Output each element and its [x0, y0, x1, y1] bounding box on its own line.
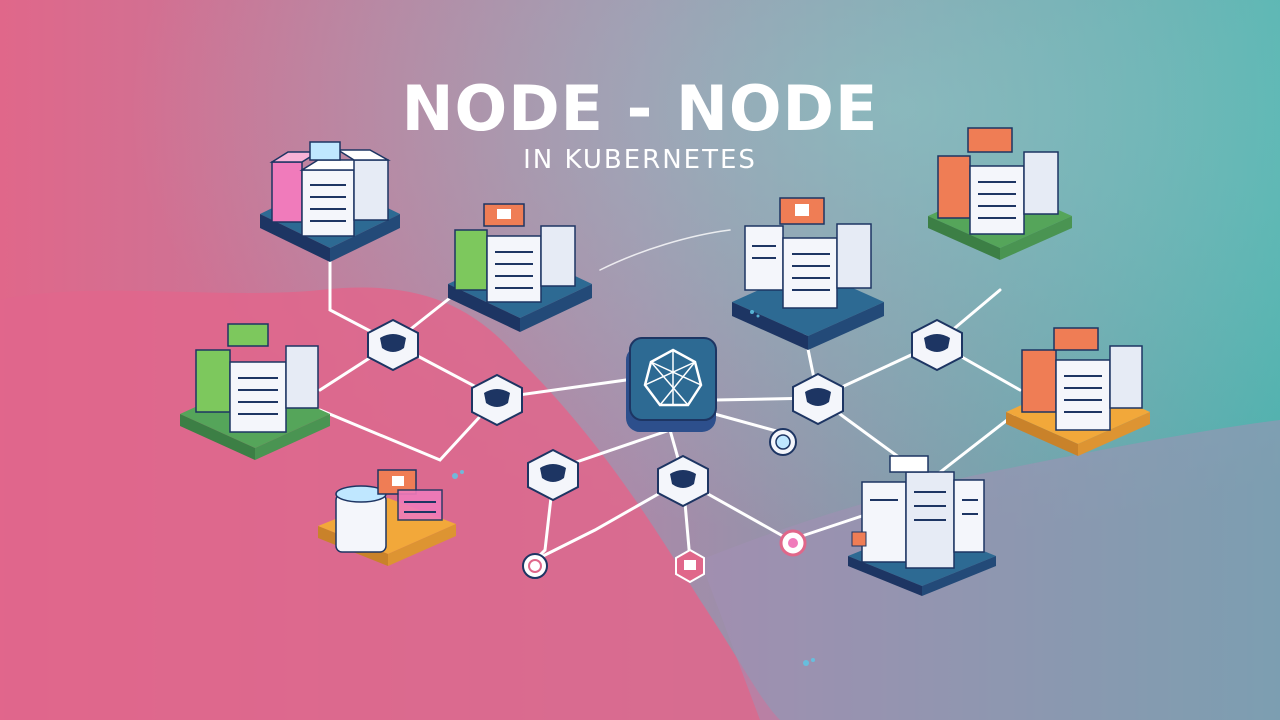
- pod-1[interactable]: [367, 318, 419, 372]
- endpoint-3[interactable]: [769, 428, 797, 456]
- connector: [599, 229, 731, 271]
- server-node-1[interactable]: [260, 141, 400, 262]
- diagram-title: NODE - NODE: [401, 72, 879, 145]
- server-node-6[interactable]: [1006, 327, 1150, 456]
- endpoint-1[interactable]: [522, 553, 548, 579]
- server-node-3[interactable]: [732, 197, 884, 350]
- server-node-7[interactable]: [318, 469, 456, 566]
- server-node-2[interactable]: [448, 203, 592, 332]
- pod-4[interactable]: [657, 454, 709, 508]
- lavender-region: [700, 420, 1280, 720]
- server-node-8[interactable]: [848, 455, 996, 596]
- endpoint-2[interactable]: [675, 548, 705, 584]
- diagram-subtitle: IN KUBERNETES: [523, 145, 757, 175]
- server-node-4[interactable]: [928, 127, 1072, 260]
- decorative-dots: [452, 310, 815, 666]
- pod-6[interactable]: [911, 318, 963, 372]
- pod-3[interactable]: [527, 448, 579, 502]
- server-node-5[interactable]: [180, 323, 330, 460]
- connector: [318, 396, 499, 462]
- connector: [533, 478, 685, 562]
- endpoint-4[interactable]: [779, 529, 807, 557]
- pod-5[interactable]: [792, 372, 844, 426]
- kubernetes-hub-icon[interactable]: [626, 337, 717, 432]
- pod-2[interactable]: [471, 373, 523, 427]
